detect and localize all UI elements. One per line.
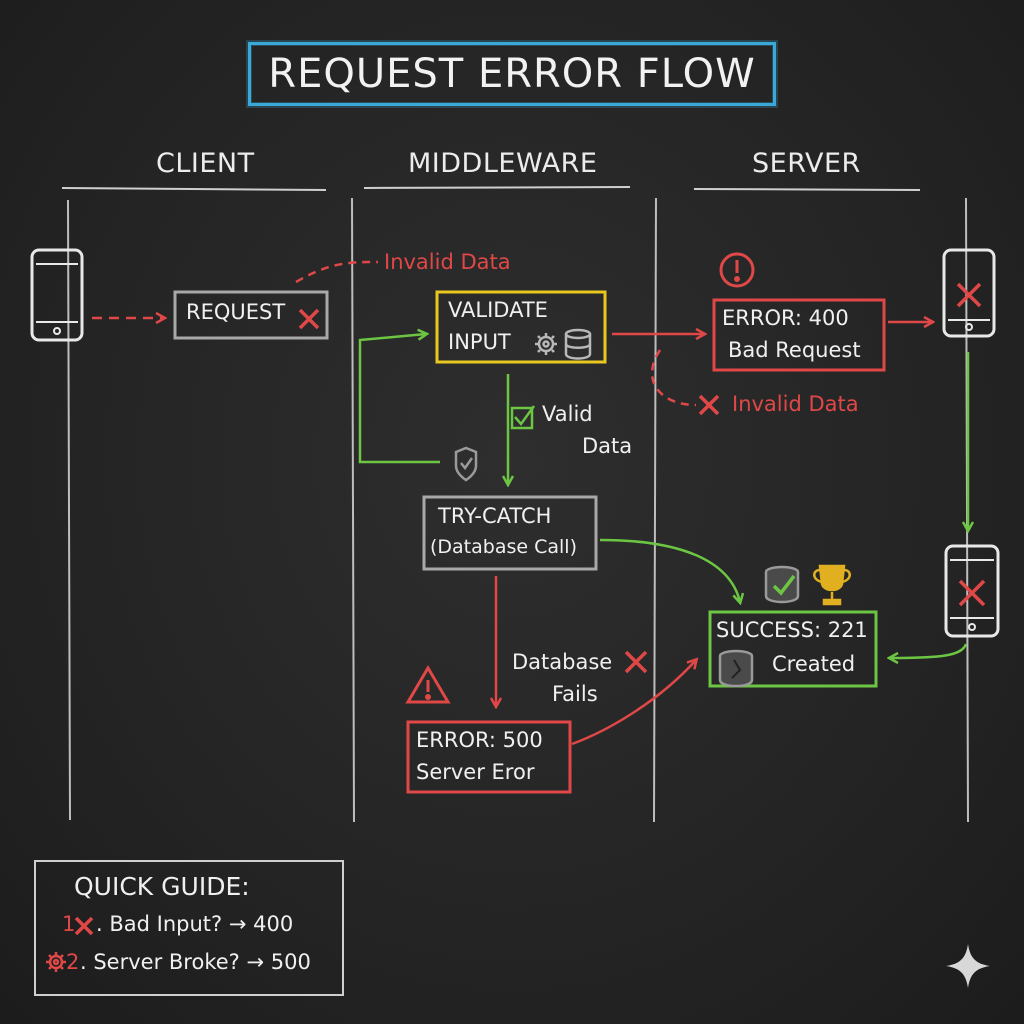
phone-icon [30, 248, 84, 342]
edge-label-invalid-data: Invalid Data [732, 392, 859, 416]
quick-guide-panel: QUICK GUIDE: [34, 860, 344, 996]
edge-label-valid-line1: Valid [542, 402, 593, 426]
validate-label-line2: INPUT [448, 330, 511, 354]
column-header-server: SERVER [752, 148, 861, 179]
guide-item1-text: . Bad Input? → 400 [96, 912, 294, 936]
warning-icon [405, 665, 451, 704]
x-mark-icon [624, 650, 648, 674]
try-catch-box [422, 495, 598, 571]
phone-icon [944, 544, 1000, 638]
error500-box [406, 720, 572, 794]
checkbox-icon [510, 405, 536, 430]
edge-label-valid-line2: Data [582, 434, 633, 458]
x-mark-icon [298, 308, 320, 330]
phone-icon [942, 248, 996, 338]
guide-item2-text: . Server Broke? → 500 [80, 950, 311, 974]
error500-label-line1: ERROR: 500 [416, 728, 543, 752]
request-box [173, 290, 329, 340]
guide-item2-number: 2 [66, 950, 80, 974]
request-label: REQUEST [186, 300, 286, 324]
success-arrows [358, 334, 968, 658]
shield-icon [454, 446, 478, 482]
quick-guide-title: QUICK GUIDE: [74, 872, 250, 901]
error400-label-line1: ERROR: 400 [722, 306, 849, 330]
sparkle-icon [946, 944, 990, 988]
warning-icon [719, 252, 755, 288]
edge-label-db-fails-line2: Fails [552, 682, 598, 706]
error400-label-line2: Bad Request [728, 338, 861, 362]
gear-icon [535, 333, 557, 355]
success-label-line1: SUCCESS: 221 [716, 618, 868, 642]
x-mark-icon [74, 916, 94, 936]
gear-icon [46, 952, 66, 972]
validate-label-line1: VALIDATE [448, 298, 548, 322]
diagram-title: REQUEST ERROR FLOW [248, 42, 776, 106]
edge-label-invalid-data: Invalid Data [384, 250, 511, 274]
try-catch-label-line2: (Database Call) [430, 536, 577, 558]
database-icon [564, 328, 592, 360]
database-icon [764, 565, 800, 604]
try-catch-label-line1: TRY-CATCH [438, 504, 552, 528]
error400-box [712, 298, 886, 372]
column-header-client: CLIENT [156, 148, 255, 179]
guide-item1-number: 1 [62, 912, 76, 936]
edge-label-db-fails-line1: Database [512, 650, 613, 674]
x-mark-icon [698, 394, 720, 416]
error-arrows [92, 260, 932, 746]
database-icon [718, 649, 754, 688]
column-header-middleware: MIDDLEWARE [408, 148, 598, 179]
column-underlines [61, 186, 921, 191]
error500-label-line2: Server Eror [416, 760, 535, 784]
trophy-icon [813, 564, 851, 606]
success-label-line2: Created [772, 652, 856, 676]
success-box [708, 610, 878, 688]
validate-box [435, 290, 607, 364]
